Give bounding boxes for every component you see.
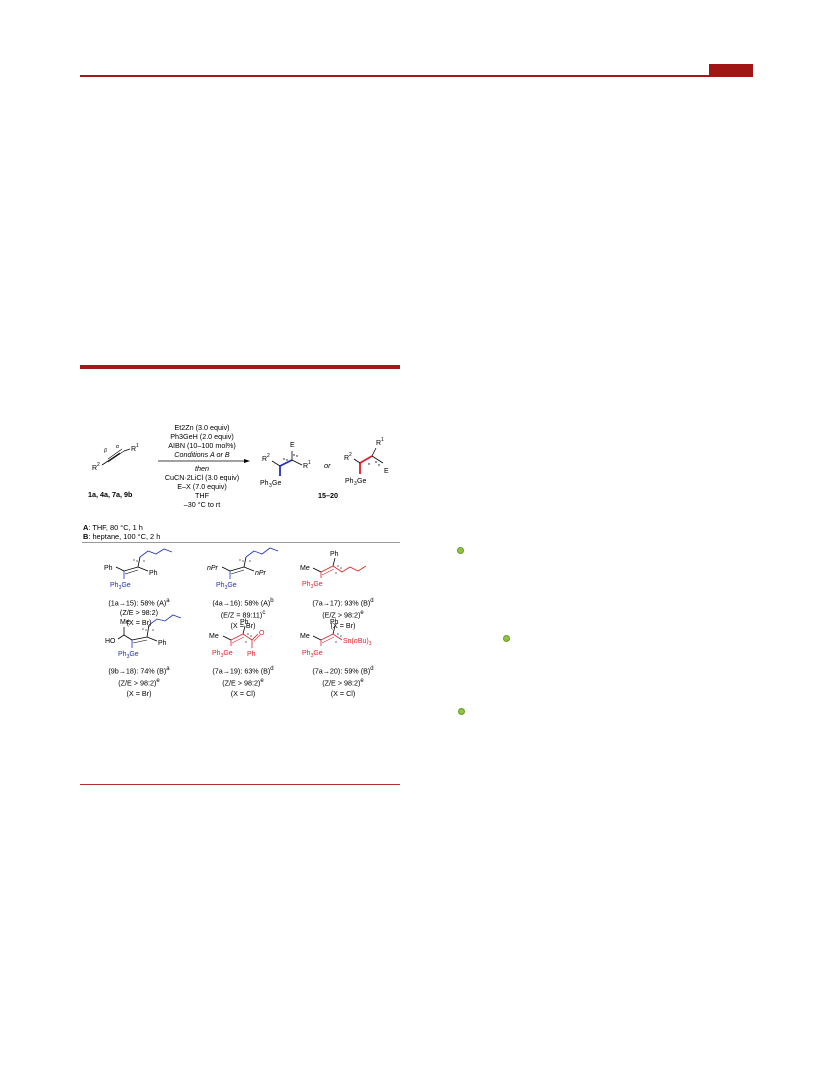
svg-text:Ph3Ge: Ph3Ge [212, 650, 233, 659]
svg-text:Ph: Ph [345, 478, 354, 485]
svg-text:Ph: Ph [149, 570, 158, 577]
svg-text:R: R [303, 463, 308, 470]
svg-text:E: E [384, 468, 389, 475]
product-caption-17: (7a→17): 93% (B)d (E/Z > 98:2)e (X = Br) [312, 598, 374, 630]
svg-text:Ph3Ge: Ph3Ge [302, 581, 323, 590]
svg-text:Ph3Ge: Ph3Ge [216, 582, 237, 591]
svg-text:Ph: Ph [104, 565, 113, 572]
svg-text:Ph: Ph [240, 619, 249, 626]
svg-text:THF: THF [195, 491, 210, 500]
svg-text:E: E [290, 442, 295, 449]
structure-17: Ph Me Ph3Ge [300, 551, 367, 590]
svg-text:3: 3 [354, 481, 357, 487]
product-caption-15: (1a→15): 58% (A)a (Z/E > 98:2) (X = Br) [108, 598, 170, 628]
svg-text:Me: Me [300, 633, 310, 640]
figure-bottom-rule [80, 784, 400, 785]
svg-text:R: R [376, 440, 381, 447]
or-text: or [324, 461, 331, 470]
svg-text:Me: Me [209, 633, 219, 640]
svg-text:Ph: Ph [158, 640, 167, 647]
svg-text:R: R [344, 455, 349, 462]
reagents-top: Et2Zn (3.0 equiv) Ph3GeH (2.0 equiv) AIB… [168, 423, 236, 459]
svg-text:Ph3GeH (2.0 equiv): Ph3GeH (2.0 equiv) [170, 432, 234, 441]
header-rule [80, 75, 753, 77]
reference-link-icon[interactable] [457, 547, 464, 554]
svg-text:R: R [92, 465, 97, 472]
product-caption-20: (7a→20): 59% (B)d (Z/E > 98:2)e (X = Cl) [312, 666, 374, 698]
product-caption-19: (7a→19): 63% (B)d (Z/E > 98:2)e (X = Cl) [212, 666, 274, 698]
svg-text:Ph: Ph [330, 619, 339, 626]
svg-text:CuCN·2LiCl (3.0 equiv): CuCN·2LiCl (3.0 equiv) [165, 473, 239, 482]
reagents-bottom: then CuCN·2LiCl (3.0 equiv) E–X (7.0 equ… [165, 464, 239, 509]
svg-text:2: 2 [267, 453, 270, 459]
svg-text:2: 2 [349, 452, 352, 458]
svg-text:–30 °C to rt: –30 °C to rt [184, 500, 220, 509]
structure-18: Me HO Ph Ph3Ge [105, 614, 182, 660]
svg-text:Ph: Ph [247, 651, 256, 658]
reference-link-icon[interactable] [458, 708, 465, 715]
structure-15: Ph Ph Ph3Ge [104, 548, 173, 591]
svg-text:then: then [195, 464, 209, 473]
svg-text:Ph: Ph [260, 480, 269, 487]
svg-text:3: 3 [269, 483, 272, 489]
svg-text:Sn(nBu)3: Sn(nBu)3 [343, 638, 372, 647]
svg-text:Ph3Ge: Ph3Ge [302, 650, 323, 659]
structure-19: Ph Me O Ph Ph3Ge [209, 619, 265, 659]
product-range: 15–20 [318, 491, 338, 500]
product-structures: Ph Ph Ph3Ge nPr nPr Ph3Ge Ph Me Ph3Ge [104, 547, 372, 660]
svg-text:Ge: Ge [357, 478, 366, 485]
svg-text:1: 1 [136, 443, 139, 449]
svg-text:Ph: Ph [330, 551, 339, 558]
svg-text:HO: HO [105, 638, 116, 645]
svg-text:E–X (7.0 equiv): E–X (7.0 equiv) [177, 482, 227, 491]
product-caption-18: (9b→18): 74% (B)a (Z/E > 98:2)e (X = Br) [108, 666, 170, 698]
svg-text:β: β [103, 448, 107, 454]
svg-text:AIBN (10–100 mol%): AIBN (10–100 mol%) [168, 441, 236, 450]
svg-text:nPr: nPr [207, 565, 219, 572]
svg-text:Ph3Ge: Ph3Ge [110, 582, 131, 591]
conditions-note: A: THF, 80 °C, 1 h B: heptane, 100 °C, 2… [83, 523, 161, 541]
svg-text:Et2Zn (3.0 equiv): Et2Zn (3.0 equiv) [174, 423, 229, 432]
reference-link-icon[interactable] [503, 635, 510, 642]
svg-text:R: R [262, 456, 267, 463]
scheme-separator [82, 542, 400, 543]
substrate-labels: 1a, 4a, 7a, 9b [88, 490, 133, 499]
svg-text:Ph3Ge: Ph3Ge [118, 651, 139, 660]
svg-text:Ge: Ge [272, 480, 281, 487]
svg-text:1: 1 [308, 460, 311, 466]
svg-text:Conditions A or B: Conditions A or B [174, 450, 230, 459]
structure-16: nPr nPr Ph3Ge [207, 547, 279, 591]
page-number-tab [709, 64, 753, 77]
svg-text:Me: Me [120, 619, 130, 626]
svg-text:R: R [131, 446, 136, 453]
svg-text:O: O [259, 630, 265, 637]
structure-20: Ph Me Sn(nBu)3 Ph3Ge [300, 619, 372, 659]
figure-top-rule [80, 365, 400, 369]
product-caption-16: (4a→16): 58% (A)b (E/Z = 89:11)c (X = Br… [212, 598, 274, 630]
svg-text:1: 1 [381, 437, 384, 443]
svg-text:α: α [116, 444, 119, 450]
svg-text:Me: Me [300, 565, 310, 572]
svg-text:2: 2 [97, 462, 100, 468]
svg-text:nPr: nPr [255, 570, 267, 577]
